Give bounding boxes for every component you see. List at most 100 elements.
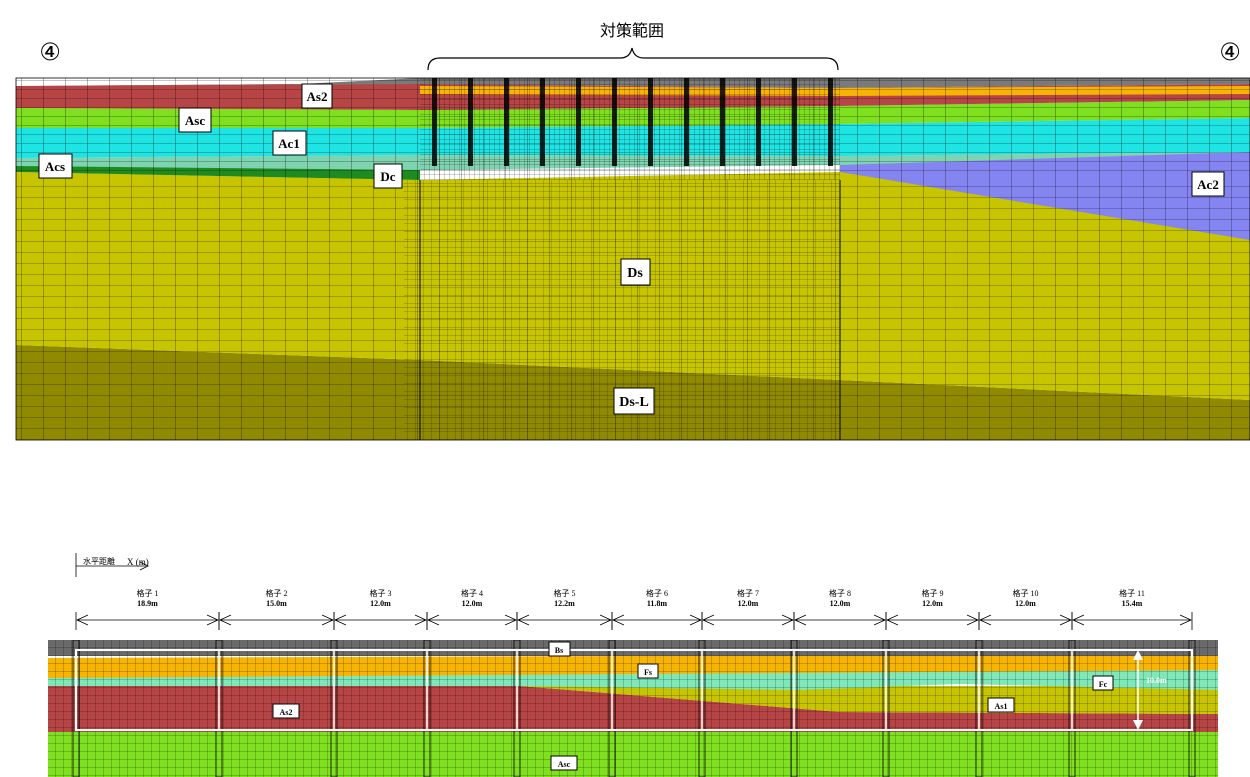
grid-divider xyxy=(513,640,521,777)
grid-header-9: 格子 912.0m xyxy=(885,588,980,630)
grid-name: 格子 3 xyxy=(370,588,392,598)
grid-width: 12.0m xyxy=(1015,599,1036,608)
grid-name: 格子 8 xyxy=(829,588,851,598)
grid-name: 格子 1 xyxy=(137,588,159,598)
svg-text:As2: As2 xyxy=(280,708,293,717)
svg-text:Dc: Dc xyxy=(380,169,395,184)
label-asc: Asc xyxy=(178,107,212,133)
grid-dimension-line xyxy=(793,612,887,630)
grid-header-2: 格子 215.0m xyxy=(218,588,335,630)
grid-name: 格子 9 xyxy=(922,588,944,598)
grid-divider xyxy=(330,640,338,777)
upper-cross-section: 対策範囲 ④ ④ xyxy=(15,21,1250,441)
svg-text:As2: As2 xyxy=(307,89,328,104)
label-dc: Dc xyxy=(373,163,403,189)
horizontal-axis-indicator: 水平距離 X (m) xyxy=(75,553,149,577)
grid-dimension-line xyxy=(333,612,428,630)
label-ds-l: Ds-L xyxy=(613,387,655,415)
grid-header-3: 格子 312.0m xyxy=(333,588,428,630)
grid-divider xyxy=(882,640,890,777)
label-fs: Fs xyxy=(637,663,659,679)
grid-divider xyxy=(72,640,80,777)
label-fc: Fc xyxy=(1092,675,1114,691)
label-as2-lower: As2 xyxy=(272,703,300,719)
grid-divider xyxy=(215,640,223,777)
grid-width: 12.0m xyxy=(922,599,943,608)
grid-width: 15.4m xyxy=(1122,599,1143,608)
svg-text:Fs: Fs xyxy=(644,668,652,677)
grid-dimension-line xyxy=(1071,612,1193,630)
grid-divider xyxy=(423,640,431,777)
svg-text:Bs: Bs xyxy=(555,646,563,655)
grid-divider xyxy=(698,640,706,777)
label-ds: Ds xyxy=(620,258,651,286)
countermeasure-range-brace xyxy=(427,47,839,71)
label-ac1: Ac1 xyxy=(272,130,307,156)
label-ac2: Ac2 xyxy=(1191,171,1225,197)
grid-name: 格子 6 xyxy=(646,588,668,598)
upper-layers xyxy=(16,78,1250,440)
grid-divider xyxy=(608,640,616,777)
label-as2: As2 xyxy=(301,83,333,109)
axis-label: 水平距離 xyxy=(83,556,115,566)
depth-arrow: 10.0m xyxy=(1133,650,1167,730)
grid-header-5: 格子 512.2m xyxy=(516,588,613,630)
grid-dimension-line xyxy=(978,612,1073,630)
grid-header-6: 格子 611.8m xyxy=(611,588,703,630)
grid-width: 15.0m xyxy=(266,599,287,608)
countermeasure-piles xyxy=(428,78,840,166)
grid-divider xyxy=(1068,640,1076,777)
svg-text:Ds: Ds xyxy=(627,266,643,281)
svg-text:Asc: Asc xyxy=(185,113,205,128)
grid-width: 12.0m xyxy=(738,599,759,608)
grid-divider xyxy=(975,640,983,777)
label-acs: Acs xyxy=(38,153,73,179)
axis-unit: X (m) xyxy=(127,557,149,567)
grid-dimension-line xyxy=(426,612,518,630)
grid-name: 格子 4 xyxy=(461,588,483,598)
svg-text:Fc: Fc xyxy=(1099,680,1108,689)
grid-width: 12.0m xyxy=(462,599,483,608)
label-as1: As1 xyxy=(987,697,1015,713)
svg-text:Asc: Asc xyxy=(558,760,571,769)
svg-text:Acs: Acs xyxy=(45,159,65,174)
label-asc-lower: Asc xyxy=(550,755,578,771)
svg-text:Ds-L: Ds-L xyxy=(619,395,649,410)
grid-dimension-line xyxy=(516,612,613,630)
grid-header-1: 格子 118.9m xyxy=(75,588,220,630)
section-marker-left: ④ xyxy=(39,38,61,66)
analysis-boundary xyxy=(75,649,1193,731)
countermeasure-range-title: 対策範囲 xyxy=(600,21,664,40)
grid-name: 格子 5 xyxy=(554,588,576,598)
lower-layers xyxy=(48,640,1218,777)
grid-name: 格子 2 xyxy=(266,588,288,598)
label-bs: Bs xyxy=(548,641,571,657)
grid-name: 格子 11 xyxy=(1119,588,1145,598)
svg-text:As1: As1 xyxy=(995,702,1008,711)
grid-header-4: 格子 412.0m xyxy=(426,588,518,630)
grid-width: 12.0m xyxy=(830,599,851,608)
grid-dimension-line xyxy=(75,612,220,630)
grid-width: 12.2m xyxy=(554,599,575,608)
grid-width: 11.8m xyxy=(647,599,668,608)
grid-width: 12.0m xyxy=(370,599,391,608)
svg-text:Ac2: Ac2 xyxy=(1197,177,1219,192)
grid-name: 格子 7 xyxy=(737,588,759,598)
svg-text:Ac1: Ac1 xyxy=(278,136,300,151)
grid-dimension-line xyxy=(611,612,703,630)
grid-name: 格子 10 xyxy=(1013,588,1039,598)
depth-label: 10.0m xyxy=(1146,676,1167,685)
grid-dimension-line xyxy=(885,612,980,630)
grid-width: 18.9m xyxy=(137,599,158,608)
grid-dimension-line xyxy=(701,612,795,630)
grid-divider xyxy=(790,640,798,777)
section-marker-right: ④ xyxy=(1219,38,1241,66)
grid-header-8: 格子 812.0m xyxy=(793,588,887,630)
grid-divider xyxy=(1188,640,1196,777)
grid-dimension-line xyxy=(218,612,335,630)
